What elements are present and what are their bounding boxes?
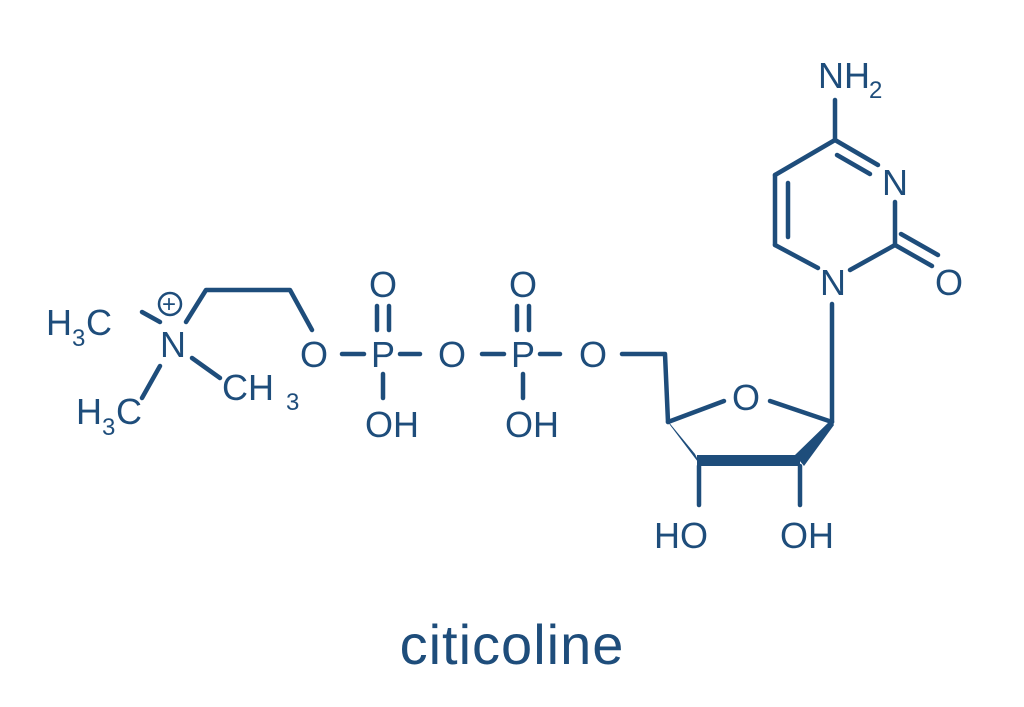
bond-h3c-n-top xyxy=(139,309,163,325)
bond-c4-n3-b xyxy=(834,152,873,177)
bond-h3c-n-bottom xyxy=(139,363,163,401)
label-carbonyl-o: O xyxy=(935,262,963,303)
bond-n1-c6 xyxy=(772,242,821,271)
label-n-plus: N xyxy=(160,324,186,365)
label-h3c-top-sub: 3 xyxy=(72,325,85,352)
label-p2-dbl-o: O xyxy=(509,264,537,305)
label-ch3-right-sub: 3 xyxy=(286,389,299,416)
label-p1-oh: OH xyxy=(365,404,419,445)
bond-c2-o-a xyxy=(892,242,935,269)
bond-o4-c1 xyxy=(767,398,835,425)
bond-c2-n1 xyxy=(847,242,898,273)
label-nh2-sub: 2 xyxy=(869,77,882,104)
label-o1: O xyxy=(300,334,328,375)
wedge-c3-c2 xyxy=(697,455,800,466)
wedge-c4-c3 xyxy=(667,420,701,466)
bond-c5-c4 xyxy=(772,137,838,178)
label-oh-right: OH xyxy=(780,515,834,556)
label-n3: N xyxy=(882,162,908,203)
compound-name: citicoline xyxy=(399,613,625,676)
bond-o-ch2-c4 xyxy=(619,351,671,425)
label-h3c-top-c: C xyxy=(86,302,112,343)
bond-n-ch3 xyxy=(189,355,223,381)
label-ch3-right-c: CH xyxy=(222,367,274,408)
bond-c4-o4 xyxy=(665,398,727,425)
label-p2: P xyxy=(511,334,535,375)
label-o2: O xyxy=(579,334,607,375)
label-p1-dbl-o: O xyxy=(369,264,397,305)
wedge-c2-c1 xyxy=(795,420,834,466)
label-charge: + xyxy=(162,291,176,318)
label-ho-left: HO xyxy=(654,515,708,556)
label-nh2: NH xyxy=(818,55,870,96)
label-h3c-top-h: H xyxy=(46,302,72,343)
charge-circle xyxy=(157,291,183,317)
label-ring-o: O xyxy=(732,377,760,418)
label-h3c-bottom-sub: 3 xyxy=(102,414,115,441)
label-o-bridge: O xyxy=(438,334,466,375)
bond-choline-chain xyxy=(183,287,315,333)
citicoline-structure: H 3 C N + CH 3 H 3 C O P O P O O O OH OH… xyxy=(46,55,963,556)
label-h3c-bottom-h: H xyxy=(76,391,102,432)
label-p1: P xyxy=(371,334,395,375)
label-h3c-bottom-c: C xyxy=(116,391,142,432)
label-n1: N xyxy=(820,262,846,303)
bond-c4-n3-a xyxy=(832,137,881,168)
bond-c2-o-b xyxy=(898,231,941,258)
label-p2-oh: OH xyxy=(505,404,559,445)
